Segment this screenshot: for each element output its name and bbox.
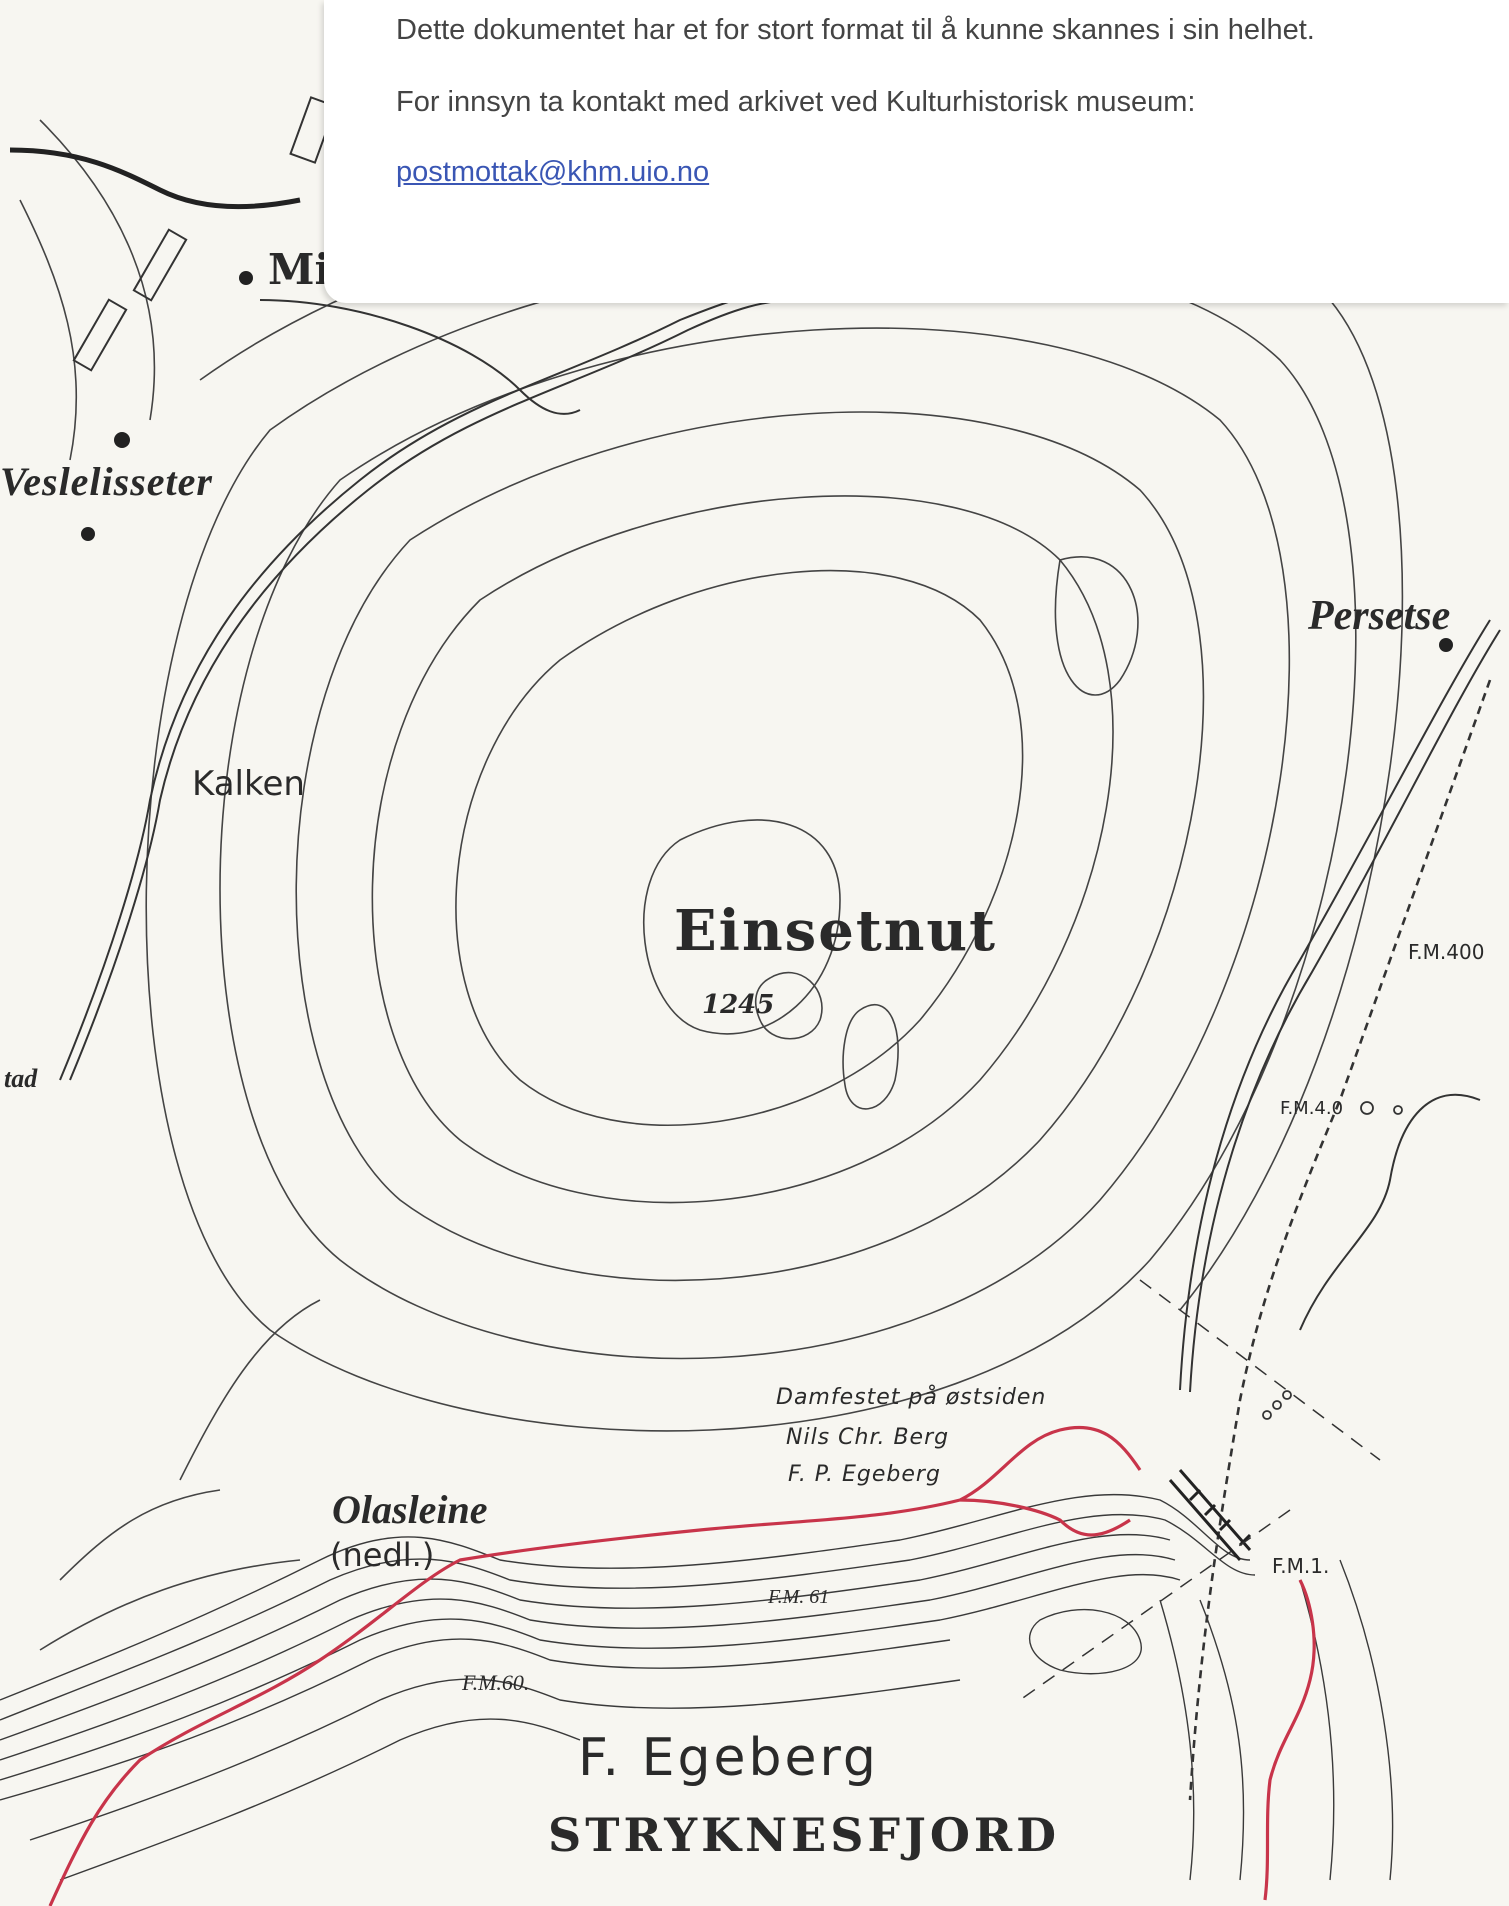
label-mi: Mi [268,245,331,294]
annotation-line3: F. P. Egeberg [788,1462,941,1487]
red-trail [48,1425,1316,1906]
scan-notice-panel: Dette dokumentet har et for stort format… [324,0,1509,303]
label-fm40: F.M.4.0 [1280,1098,1344,1119]
survey-lines [1019,1279,1381,1701]
label-fm400: F.M.400 [1408,940,1485,964]
notice-line-1: Dette dokumentet har et for stort format… [396,14,1315,46]
label-nedl: (nedl.) [330,1536,435,1574]
label-veslelisseter: Veslelisseter [0,459,213,504]
label-einsetnut: Einsetnut [674,898,997,964]
small-ponds [1262,1101,1403,1420]
signature-f-egeberg: F. Egeberg [578,1728,879,1788]
notice-line-2: For innsyn ta kontakt med arkivet ved Ku… [396,86,1196,118]
dashed-trail [1188,679,1492,1801]
roads [59,289,1501,1393]
label-fm61: F.M. 61 [768,1586,830,1608]
annotation-line1: Damfestet på østsiden [776,1385,1047,1410]
label-peak-elevation: 1245 [702,990,775,1020]
main-road-northwest [9,147,301,210]
label-kalken: Kalken [192,764,305,804]
label-fm60: F.M.60. [462,1670,530,1695]
label-olasleine: Olasleine [332,1487,488,1532]
label-fm1: F.M.1. [1272,1554,1330,1578]
label-stryknesfjord: STRYKNESFJORD [548,1808,1061,1862]
settlement-dots [81,271,1453,652]
label-persetse: Persetse [1308,593,1451,639]
dam-structure [1168,1469,1252,1561]
notice-email-link[interactable]: postmottak@khm.uio.no [396,156,710,188]
label-tad: tad [4,1064,38,1093]
annotation-line2: Nils Chr. Berg [786,1425,950,1450]
